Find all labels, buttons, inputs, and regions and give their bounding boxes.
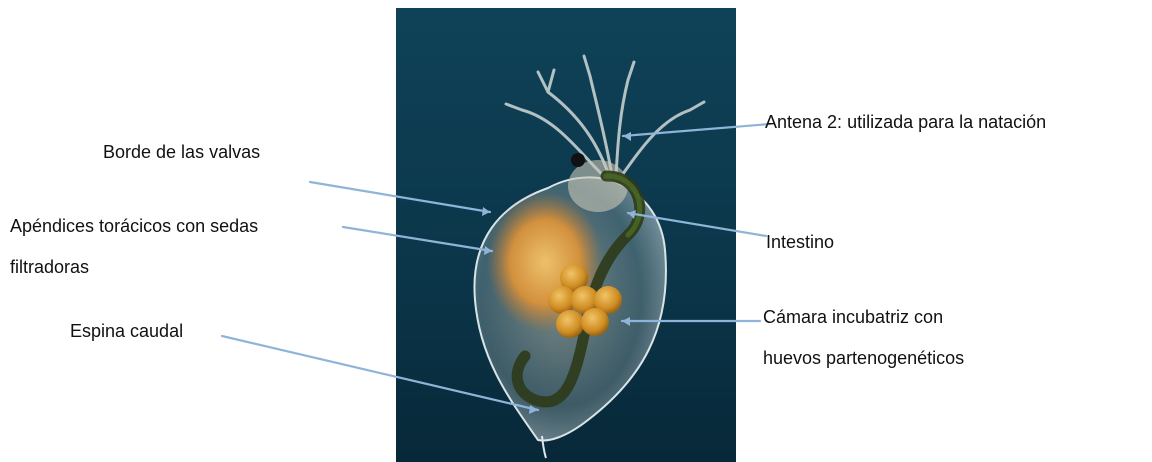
label-apendices-toracicos-line1: Apéndices torácicos con sedas <box>10 212 258 240</box>
leader-apendices <box>343 227 492 251</box>
label-espina-caudal: Espina caudal <box>70 317 183 345</box>
leader-borde <box>310 182 490 212</box>
leader-intestino <box>628 213 766 236</box>
label-borde-de-las-valvas: Borde de las valvas <box>103 138 260 166</box>
label-camara-incubatriz-line2: huevos partenogenéticos <box>763 344 964 372</box>
leader-antena <box>623 124 770 136</box>
label-apendices-toracicos-line2: filtradoras <box>10 253 89 281</box>
label-antena-2: Antena 2: utilizada para la natación <box>765 108 1046 136</box>
label-camara-incubatriz-line1: Cámara incubatriz con <box>763 303 943 331</box>
label-intestino: Intestino <box>766 228 834 256</box>
leader-espina <box>222 336 538 410</box>
